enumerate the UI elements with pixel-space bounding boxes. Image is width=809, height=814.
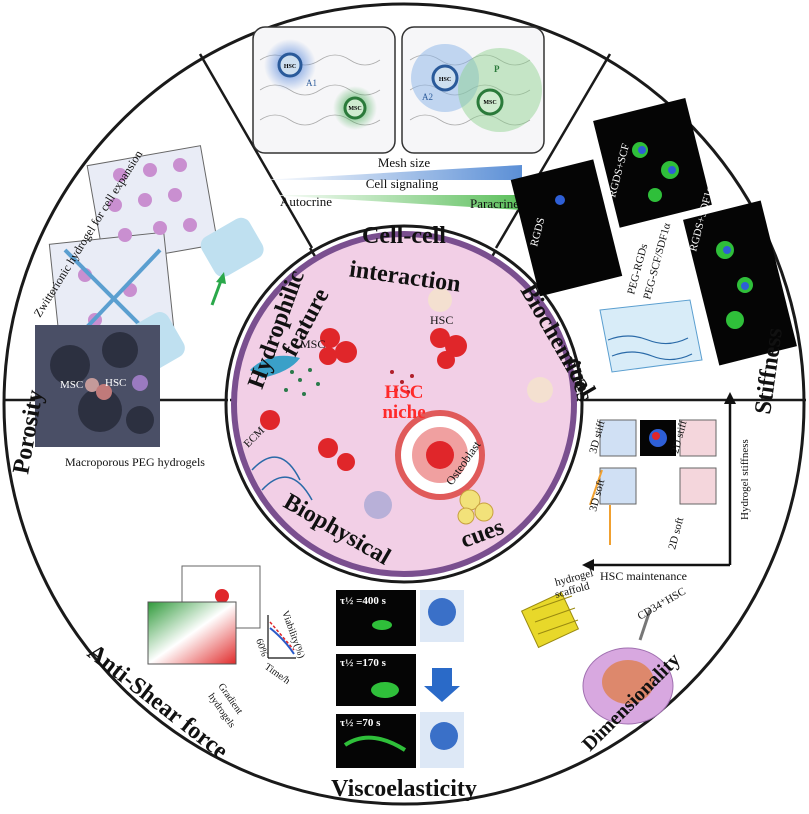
porosity-hsc: HSC	[105, 377, 126, 389]
top-a2: A2	[422, 92, 433, 102]
top-paracrine: Paracrine	[470, 196, 519, 211]
porosity-panel: MSC HSC Macroporous PEG hydrogels Porosi…	[8, 325, 205, 476]
porosity-caption: Macroporous PEG hydrogels	[65, 455, 205, 469]
niche-title-line1: HSC	[384, 382, 423, 403]
niche-hsc-label: HSC	[430, 313, 453, 327]
mesh-size-wedge	[262, 165, 522, 180]
visco-t2: τ½ =170 s	[340, 657, 387, 669]
top-panel-cell-signaling: HSC MSC HSC MSC A1 A2 P Mesh size Cell s…	[252, 26, 545, 211]
stiff-hsc-maintenance: HSC maintenance	[600, 569, 687, 583]
top-hsc-1: HSC	[284, 64, 296, 70]
viscoelasticity-panel: τ½ =400 s τ½ =170 s τ½ =70 s Viscoelasti…	[331, 590, 477, 802]
top-mesh-size: Mesh size	[378, 155, 431, 170]
label-cell-cell: Cell-cell	[362, 223, 446, 249]
top-a1: A1	[306, 78, 317, 88]
signaling-wedge	[270, 195, 522, 210]
top-msc-1: MSC	[348, 106, 361, 112]
top-msc-2: MSC	[483, 100, 496, 106]
visco-t3: τ½ =70 s	[340, 717, 381, 729]
center-niche: HSC niche MSC HSC ECM Osteoblast	[231, 231, 577, 577]
right-panel-biochemical: RGDS RGDS+SCF RGDS+SDF1α PEG-RGDs PEG-SC…	[510, 98, 797, 373]
top-p: P	[494, 64, 500, 74]
porosity-msc: MSC	[60, 379, 83, 391]
top-autocrine: Autocrine	[280, 194, 332, 209]
niche-msc-label: MSC	[300, 337, 325, 351]
label-viscoelasticity: Viscoelasticity	[331, 776, 477, 802]
visco-t1: τ½ =400 s	[340, 595, 387, 607]
top-hsc-2: HSC	[439, 77, 451, 83]
stiff-axis-label: Hydrogel stiffness	[739, 439, 751, 520]
top-cell-signaling: Cell signaling	[366, 176, 439, 191]
niche-title-line2: niche	[382, 402, 425, 423]
